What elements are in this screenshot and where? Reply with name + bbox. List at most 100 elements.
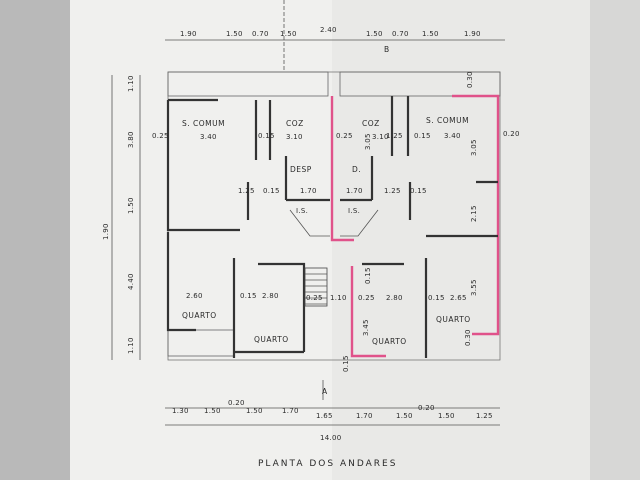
top-dim-9: 1.90 — [464, 30, 481, 38]
quarto-dim-6: 0.25 — [358, 294, 375, 302]
inner-dim-10: 0.15 — [263, 187, 280, 195]
room-coz-right: COZ — [362, 119, 380, 128]
left-dim-1: 1.10 — [127, 75, 135, 92]
wall-quartos-left — [166, 232, 306, 358]
wall-desp-left — [284, 156, 330, 202]
quarto-dim-13: 1.25 — [386, 132, 403, 140]
top-dim-8: 1.50 — [422, 30, 439, 38]
left-dim-total: 1.90 — [102, 223, 110, 240]
room-s-comum-left: S. COMUM — [182, 119, 225, 128]
room-is-right: I.S. — [348, 207, 360, 215]
axis-marker-top: B — [384, 45, 390, 54]
room-is-left: I.S. — [296, 207, 308, 215]
bottom-dimensions: 1.30 1.50 0.20 1.50 1.70 1.65 1.70 1.50 … — [172, 399, 493, 442]
inner-dimensions: 0.25 0.15 1.25 1.70 1.70 1.25 0.15 0.15 … — [152, 132, 467, 372]
bottom-dim-4: 1.50 — [246, 407, 263, 415]
right-dim-2: 0.20 — [503, 130, 520, 138]
room-s-comum-right: S. COMUM — [426, 116, 469, 125]
quarto-dim-1: 2.60 — [186, 292, 203, 300]
room-labels: S. COMUM 3.40 COZ 3.10 COZ 3.10 S. COMUM… — [182, 116, 471, 346]
top-dim-7: 0.70 — [392, 30, 409, 38]
quarto-dim-7: 2.80 — [386, 294, 403, 302]
room-coz-left: COZ — [286, 119, 304, 128]
quarto-dim-8: 0.15 — [428, 294, 445, 302]
quarto-dim-11: 0.15 — [364, 267, 372, 284]
room-quarto-left-left: QUARTO — [182, 311, 217, 320]
pink-wall-coz-right — [330, 96, 354, 242]
wall-is-left — [289, 209, 330, 237]
wall-sala-left — [166, 98, 240, 232]
axis-marker-bottom: A — [322, 387, 328, 396]
room-desp-right: D. — [352, 165, 361, 174]
inner-dim-1: 0.25 — [152, 132, 169, 140]
wall-coz-left — [254, 100, 272, 160]
left-dimensions: 1.10 3.80 1.50 4.40 1.10 1.90 — [102, 75, 135, 354]
paper-left — [70, 0, 332, 480]
quarto-dim-14: 3.05 — [364, 133, 372, 150]
paper-right — [332, 0, 640, 480]
inner-dim-6: 1.25 — [384, 187, 401, 195]
top-dim-5: 2.40 — [320, 26, 337, 34]
inner-dim-7: 0.15 — [410, 187, 427, 195]
bottom-dim-11: 1.25 — [476, 412, 493, 420]
bottom-dim-8: 1.50 — [396, 412, 413, 420]
top-dim-2: 1.50 — [226, 30, 243, 38]
bottom-dim-10: 1.50 — [438, 412, 455, 420]
quarto-dim-5: 1.10 — [330, 294, 347, 302]
left-dim-3: 1.50 — [127, 197, 135, 214]
room-coz-right-dim: 3.10 — [372, 133, 389, 141]
paper-edge-right — [590, 0, 640, 480]
room-coz-left-dim: 3.10 — [286, 133, 303, 141]
right-dim-5: 3.55 — [470, 279, 478, 296]
inner-dim-4: 1.70 — [300, 187, 317, 195]
left-dim-2: 3.80 — [127, 131, 135, 148]
balcony-top-right — [339, 71, 501, 97]
right-dim-6: 0.30 — [464, 329, 472, 346]
inner-dim-3: 1.25 — [238, 187, 255, 195]
wall-coz-right — [390, 96, 410, 156]
right-dim-3: 3.05 — [470, 139, 478, 156]
left-dim-4: 4.40 — [127, 273, 135, 290]
quarto-dim-4: 0.25 — [306, 294, 323, 302]
inner-dim-8: 0.15 — [414, 132, 431, 140]
bottom-dim-7: 1.70 — [356, 412, 373, 420]
right-dimensions: 0.30 0.20 3.05 2.15 3.55 0.30 — [464, 71, 520, 346]
top-dim-3: 0.70 — [252, 30, 269, 38]
top-dimensions: 1.90 1.50 0.70 1.50 2.40 1.50 0.70 1.50 … — [180, 26, 481, 38]
bottom-dim-6: 1.65 — [316, 412, 333, 420]
drawing-title: PLANTA DOS ANDARES — [258, 459, 397, 469]
bottom-dim-9: 0.20 — [418, 404, 435, 412]
room-quarto-right-right: QUARTO — [436, 315, 471, 324]
pink-wall-sala-right — [452, 94, 500, 336]
top-dim-6: 1.50 — [366, 30, 383, 38]
inner-dim-9: 0.25 — [336, 132, 353, 140]
bottom-dim-5: 1.70 — [282, 407, 299, 415]
right-dim-4: 2.15 — [470, 205, 478, 222]
bottom-dim-2: 1.50 — [204, 407, 221, 415]
shadow-left — [0, 0, 70, 480]
wall-is-right — [340, 209, 379, 237]
room-s-comum-right-dim: 3.40 — [444, 132, 461, 140]
balcony-top-left — [167, 71, 329, 97]
quarto-dim-9: 2.65 — [450, 294, 467, 302]
bottom-dim-3: 0.20 — [228, 399, 245, 407]
bottom-dim-total: 14.00 — [320, 434, 342, 442]
wall-partition-right — [408, 180, 498, 220]
right-dim-1: 0.30 — [466, 71, 474, 88]
quarto-dim-10: 3.45 — [362, 319, 370, 336]
room-s-comum-left-dim: 3.40 — [200, 133, 217, 141]
quarto-dim-2: 0.15 — [240, 292, 257, 300]
stairs — [304, 267, 328, 307]
top-dim-1: 1.90 — [180, 30, 197, 38]
inner-dim-2: 0.15 — [258, 132, 275, 140]
quarto-dim-3: 2.80 — [262, 292, 279, 300]
top-dim-4: 1.50 — [280, 30, 297, 38]
room-quarto-right-left: QUARTO — [372, 337, 407, 346]
left-dim-5: 1.10 — [127, 337, 135, 354]
room-quarto-left-right: QUARTO — [254, 335, 289, 344]
bottom-dim-1: 1.30 — [172, 407, 189, 415]
pink-wall-quarto-right — [350, 266, 386, 358]
wall-quartos-right — [362, 234, 498, 358]
